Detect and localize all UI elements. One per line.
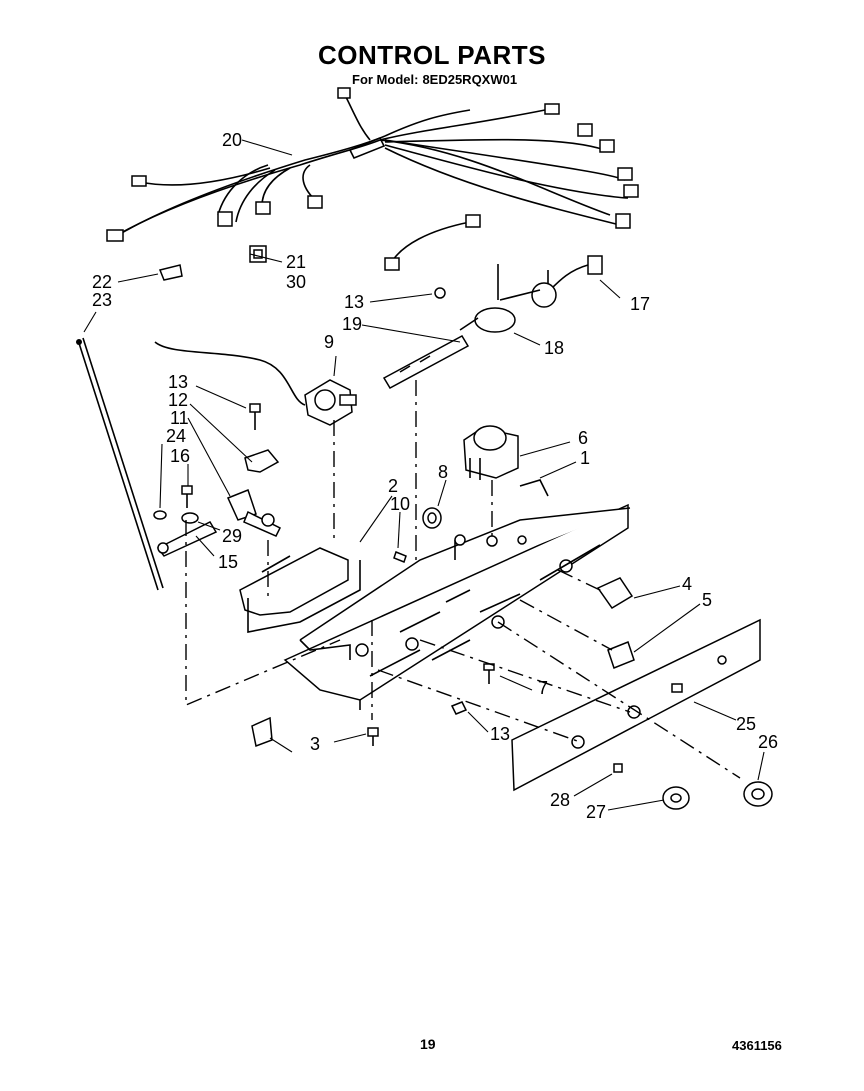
callout-7: 7: [538, 678, 548, 698]
callout-21: 21: [286, 252, 306, 272]
screw-7: [483, 663, 495, 684]
control-housing-1: [283, 479, 631, 710]
shield-19: [382, 335, 470, 389]
callout-23: 23: [92, 290, 112, 310]
rod-23: [76, 337, 164, 591]
switch-5: [607, 641, 635, 669]
callout-18: 18: [544, 338, 564, 358]
control-panel-25: [511, 618, 761, 792]
callout-9: 9: [324, 332, 334, 352]
control-shaft-11: [226, 489, 282, 537]
callout-12: 12: [168, 390, 188, 410]
lever-15: [156, 521, 218, 557]
leader-lines: [83, 139, 765, 811]
bracket-2: [239, 547, 361, 633]
callout-29: 29: [222, 526, 242, 546]
switch-4: [596, 577, 634, 610]
model-prefix: For Model:: [352, 72, 419, 87]
document-number: 4361156: [732, 1038, 782, 1053]
bracket-12: [244, 449, 280, 473]
washer-29: [181, 512, 199, 524]
callout-26: 26: [758, 732, 778, 752]
callout-30: 30: [286, 272, 306, 292]
screw-3: [367, 727, 379, 746]
wire-30: [384, 214, 481, 271]
callout-4: 4: [682, 574, 692, 594]
defrost-timer-6: [463, 425, 519, 480]
thermostat-9: [154, 341, 357, 426]
screw-10: [393, 551, 407, 563]
callout-10: 10: [390, 494, 410, 514]
callout-labels: 20 21 30 22 23 13 19 17 18 9 13 12 11 24…: [92, 130, 778, 822]
callout-1: 1: [580, 448, 590, 468]
callout-16: 16: [170, 446, 190, 466]
grommet-8: [422, 507, 442, 529]
callout-24: 24: [166, 426, 186, 446]
screw-16: [181, 485, 193, 508]
screw-13-left: [249, 403, 261, 430]
callout-3: 3: [310, 734, 320, 754]
callout-20: 20: [222, 130, 242, 150]
callout-6: 6: [578, 428, 588, 448]
callout-19: 19: [342, 314, 362, 334]
knob-27: [662, 786, 690, 810]
page-number: 19: [420, 1036, 436, 1052]
callout-13-top: 13: [344, 292, 364, 312]
callout-28: 28: [550, 790, 570, 810]
clip-left-lower: [251, 716, 273, 748]
insert-28: [613, 763, 623, 773]
callout-22: 22: [92, 272, 112, 292]
page-title: CONTROL PARTS: [318, 40, 546, 70]
callout-27: 27: [586, 802, 606, 822]
wiring-harness: [106, 87, 639, 242]
light-socket-17: [499, 255, 603, 308]
nut-24: [153, 510, 167, 520]
callout-2: 2: [388, 476, 398, 496]
callout-13-left: 13: [168, 372, 188, 392]
callout-25: 25: [736, 714, 756, 734]
bulb-18: [459, 307, 516, 333]
callout-15: 15: [218, 552, 238, 572]
callout-11: 11: [170, 408, 189, 428]
clip-22: [158, 264, 183, 281]
model-line: For Model:8ED25RQXW01: [352, 72, 517, 87]
screw-13-lower: [450, 701, 468, 715]
clip-21: [249, 245, 267, 263]
callout-17: 17: [630, 294, 650, 314]
alignment-lines: [185, 380, 741, 779]
callout-13-lower: 13: [490, 724, 510, 744]
callout-5: 5: [702, 590, 712, 610]
knob-26: [743, 781, 773, 807]
model-number: 8ED25RQXW01: [422, 72, 518, 87]
callout-8: 8: [438, 462, 448, 482]
